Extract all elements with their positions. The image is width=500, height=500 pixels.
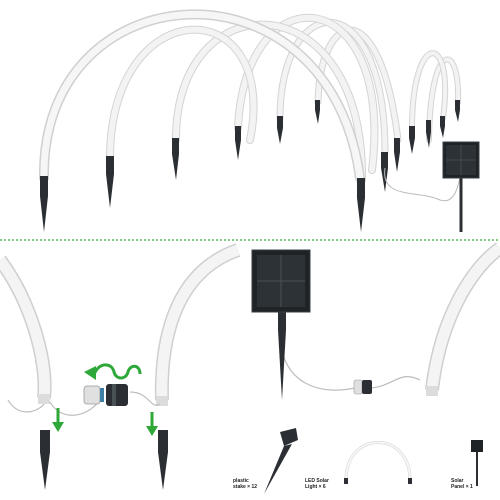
arch-6 <box>426 56 462 143</box>
center-tube <box>154 243 241 406</box>
arch-1 <box>171 20 367 184</box>
arch-lights-group <box>38 9 462 184</box>
stake <box>440 116 445 138</box>
stake <box>172 138 179 180</box>
stake-caption: plastic stake × 12 <box>233 478 257 490</box>
stake <box>455 100 460 122</box>
left-tube <box>0 255 52 404</box>
component-panel-image <box>471 440 483 486</box>
light-caption-line1: LED Solar <box>305 478 329 484</box>
stake <box>40 430 50 490</box>
stake <box>315 100 320 124</box>
light-caption-line2: Light × 6 <box>305 484 326 490</box>
stake <box>235 126 241 160</box>
rotate-arrow-icon <box>84 363 142 380</box>
stake-caption-line2: stake × 12 <box>233 484 258 490</box>
top-solar-panel <box>384 141 480 232</box>
component-light-image <box>344 441 412 484</box>
panel-caption-line1: Solar <box>451 478 464 484</box>
connector-wire <box>49 391 161 416</box>
stake <box>357 178 365 232</box>
arch-0 <box>106 25 258 162</box>
down-arrow-icon <box>52 408 64 432</box>
bottom-stakes <box>40 430 168 490</box>
stake <box>394 138 400 172</box>
stake <box>277 116 283 144</box>
panel-caption: Solar Panel × 1 <box>451 478 473 490</box>
light-caption: LED Solar Light × 6 <box>305 478 329 490</box>
stake <box>381 152 388 192</box>
arch-front <box>38 9 365 183</box>
down-arrow-icon <box>146 412 158 436</box>
arch-5 <box>409 50 449 131</box>
right-tube <box>425 242 500 396</box>
bottom-solar-panel <box>251 249 421 400</box>
stake <box>409 126 415 154</box>
stake <box>158 430 168 490</box>
connector <box>83 384 128 406</box>
top-stakes <box>40 100 460 232</box>
stake <box>40 176 48 232</box>
stake-caption-line1: plastic <box>233 478 249 484</box>
panel-caption-line2: Panel × 1 <box>451 484 473 490</box>
stake <box>426 120 431 148</box>
stake <box>106 156 114 208</box>
component-stake-image <box>264 428 298 494</box>
